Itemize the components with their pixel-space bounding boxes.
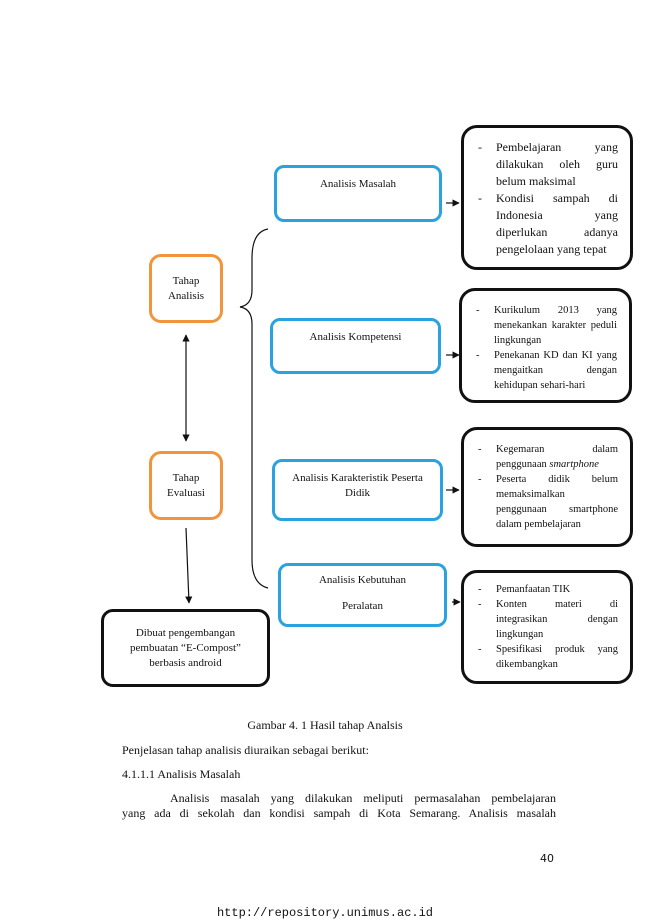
paragraph-line: Analisis masalah yang dilakukan meliputi… [170, 791, 556, 805]
analysis-masalah-box: Analisis Masalah [274, 165, 442, 222]
output-box: Dibuat pengembangan pembuatan “E-Compost… [101, 609, 270, 687]
analysis-karakteristik-box: Analisis Karakteristik Peserta Didik [272, 459, 443, 521]
findings-masalah-box: Pembelajaran yang dilakukan oleh guru be… [461, 125, 633, 270]
finding-item: Konten materi di integrasikan dengan lin… [476, 597, 618, 642]
finding-item: Peserta didik belum memaksimalkan penggu… [476, 472, 618, 532]
analysis-kebutuhan-box: Analisis Kebutuhan Peralatan [278, 563, 447, 627]
intro-text: Penjelasan tahap analisis diuraikan seba… [122, 743, 369, 757]
evaluation-stage-box: Tahap Evaluasi [149, 451, 223, 520]
findings-karakteristik-box: Kegemaran dalam penggunaan smartphone Pe… [461, 427, 633, 547]
finding-item: Kondisi sampah di Indonesia yang diperlu… [476, 190, 618, 258]
findings-kebutuhan-box: Pemanfaatan TIK Konten materi di integra… [461, 570, 633, 684]
finding-item: Kurikulum 2013 yang menekankan karakter … [474, 303, 617, 348]
finding-item: Pembelajaran yang dilakukan oleh guru be… [476, 139, 618, 190]
finding-item: Penekanan KD dan KI yang mengaitkan deng… [474, 348, 617, 393]
page-number: 40 [540, 852, 554, 865]
findings-kompetensi-box: Kurikulum 2013 yang menekankan karakter … [459, 288, 632, 403]
analysis-stage-box: Tahap Analisis [149, 254, 223, 323]
figure-caption: Gambar 4. 1 Hasil tahap Analsis [247, 718, 403, 732]
finding-item: Pemanfaatan TIK [476, 582, 618, 597]
analysis-kompetensi-box: Analisis Kompetensi [270, 318, 441, 374]
evaluation-output-arrow [185, 527, 193, 604]
section-subheading: 4.1.1.1 Analisis Masalah [122, 767, 241, 781]
finding-item: Kegemaran dalam penggunaan smartphone [476, 442, 618, 472]
finding-item: Spesifikasi produk yang dikembangkan [476, 642, 618, 672]
curly-brace [239, 228, 269, 589]
paragraph-line: yang ada di sekolah dan kondisi sampah d… [122, 806, 556, 820]
footer-url[interactable]: http://repository.unimus.ac.id [216, 906, 434, 920]
